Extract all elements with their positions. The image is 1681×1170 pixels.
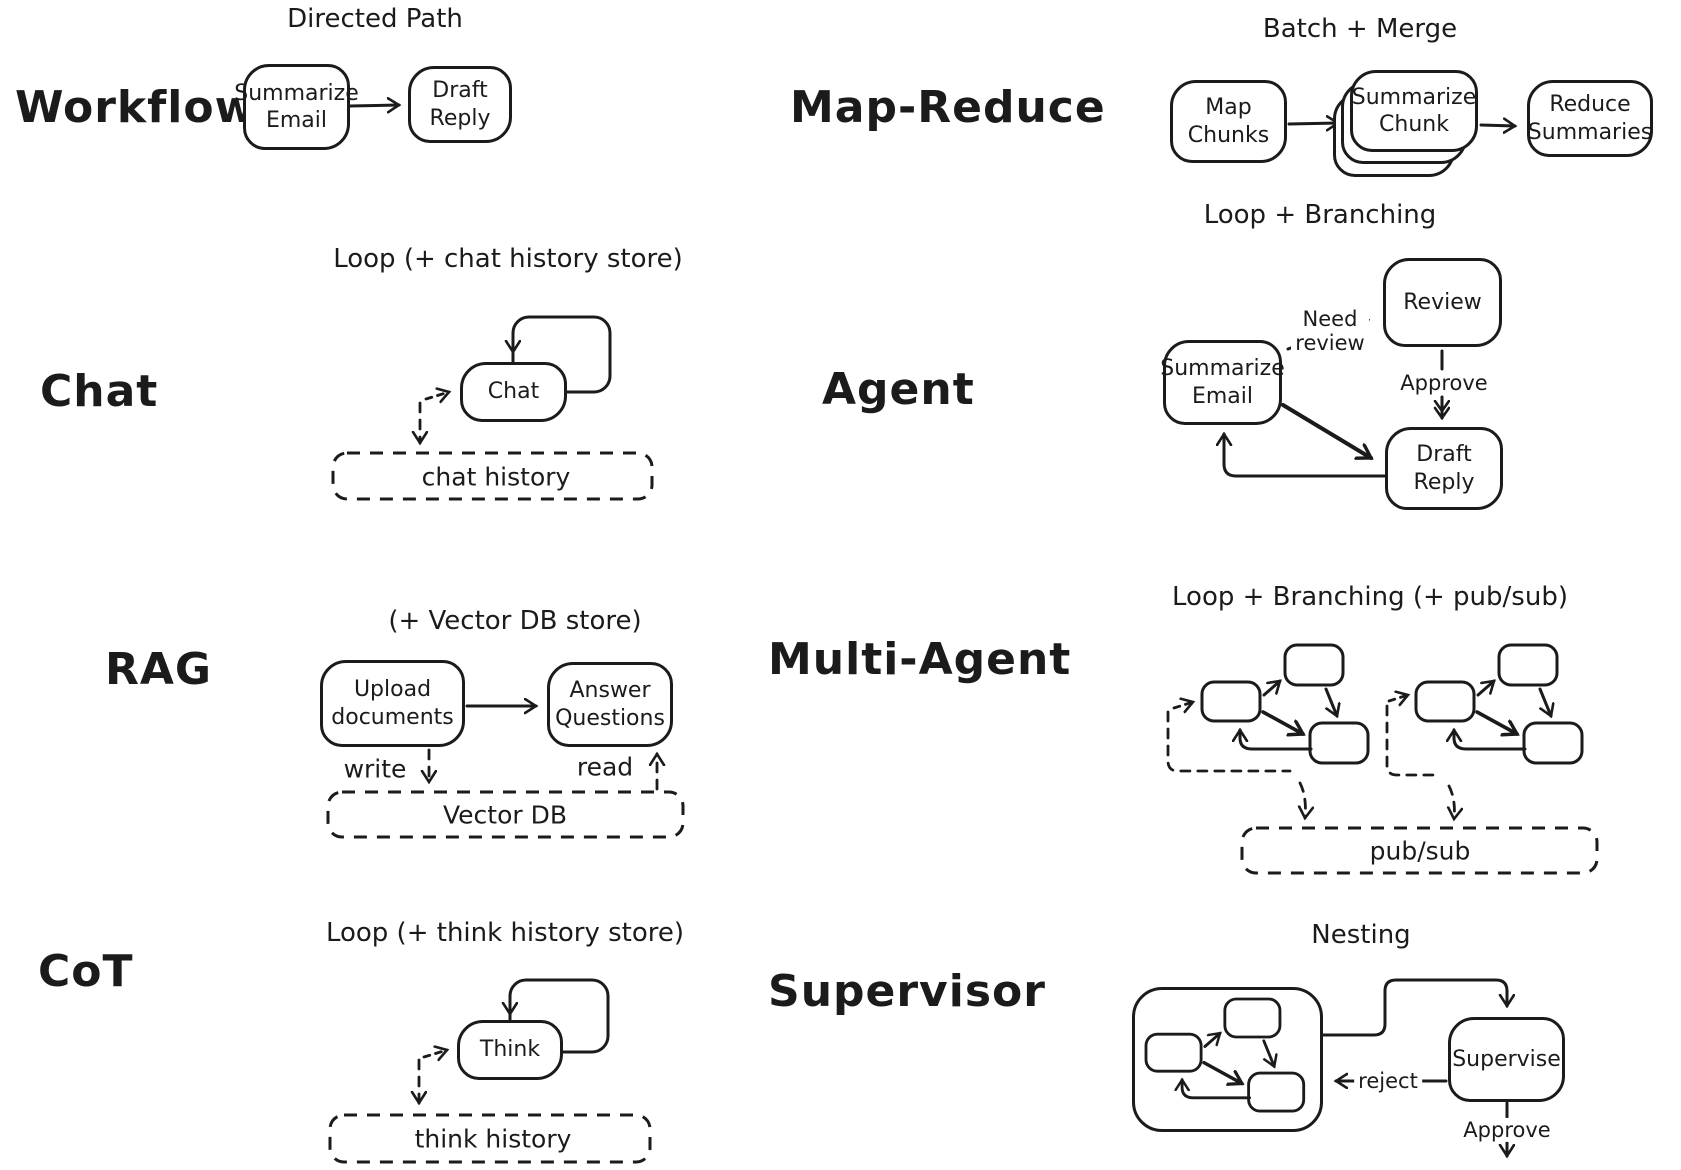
supervisor-node-supervise: Supervise [1448,1017,1565,1102]
rag-row-label: RAG [105,644,213,695]
agent-node-draft-reply: Draft Reply [1385,427,1503,510]
mapreduce-node-map-chunks: Map Chunks [1170,80,1287,163]
chat-store-read-arrow [424,392,449,399]
agent-node-review: Review [1383,258,1502,347]
workflow-pattern-title: Directed Path [287,4,463,34]
mapreduce-pattern-title: Batch + Merge [1262,14,1458,44]
workflow-node-draft-reply: Draft Reply [408,66,512,143]
agent-approve-label: Approve [1396,370,1492,396]
multiagent-pattern-title: Loop + Branching (+ pub/sub) [1172,582,1568,612]
multiagent-pubsub-arrow-2 [1449,784,1454,819]
mapreduce-arrow-1 [1287,123,1338,124]
supervisor-nested-container [1132,987,1323,1132]
cot-node: Think [457,1020,563,1080]
cot-row-label: CoT [38,946,134,997]
rag-read-label: read [572,753,638,783]
chat-history-store-label: chat history [421,462,571,492]
multiagent-entry-arrow-2 [1387,695,1408,701]
chat-history-store-box [331,451,654,501]
cot-pattern-title: Loop (+ think history store) [325,918,685,948]
agent-pattern-title: Loop + Branching [1203,200,1437,230]
chat-pattern-title: Loop (+ chat history store) [333,244,683,274]
mapreduce-node-reduce-summaries: Reduce Summaries [1527,80,1653,157]
think-history-store-box [328,1113,652,1164]
workflow-row-label: Workflow [15,82,257,133]
supervisor-reject-label: reject [1354,1068,1422,1094]
chat-row-label: Chat [40,366,159,417]
agent-loopback-arrow [1224,434,1388,478]
pubsub-store-box [1240,826,1599,875]
rag-node-upload-documents: Upload documents [320,660,465,747]
workflow-node-summarize-email: Summarize Email [234,64,359,150]
multiagent-row-label: Multi-Agent [768,634,1072,685]
rag-node-answer-questions: Answer Questions [547,662,673,747]
multiagent-pubsub-line-2 [1385,704,1440,777]
agent-row-label: Agent [822,364,975,415]
agent-node-summarize-email: Summarize Email [1160,340,1285,425]
vector-db-store-label: Vector DB [442,800,568,830]
mapreduce-arrow-2 [1479,125,1515,126]
workflow-arrow [348,105,399,106]
multiagent-pubsub-line-1 [1166,710,1292,773]
multiagent-entry-arrow-1 [1172,702,1193,708]
cot-store-read-arrow [422,1050,447,1057]
chat-node: Chat [460,362,567,422]
agent-draft-arrow [1281,403,1371,460]
supervisor-out-arrow [1321,978,1507,1037]
vector-db-store-box [326,790,685,839]
pubsub-store-label: pub/sub [1369,836,1471,866]
rag-write-label: write [339,755,411,785]
multiagent-pubsub-arrow-1 [1300,781,1305,818]
supervisor-row-label: Supervisor [768,966,1046,1017]
mapreduce-row-label: Map-Reduce [790,82,1106,133]
supervisor-approve-label: Approve [1459,1117,1555,1143]
rag-pattern-title: (+ Vector DB store) [388,606,642,636]
mapreduce-node-summarize-chunk: Summarize Chunk [1350,70,1478,152]
think-history-store-label: think history [414,1124,572,1154]
agent-need-review-label: Need review [1291,306,1369,356]
supervisor-pattern-title: Nesting [1311,920,1411,950]
